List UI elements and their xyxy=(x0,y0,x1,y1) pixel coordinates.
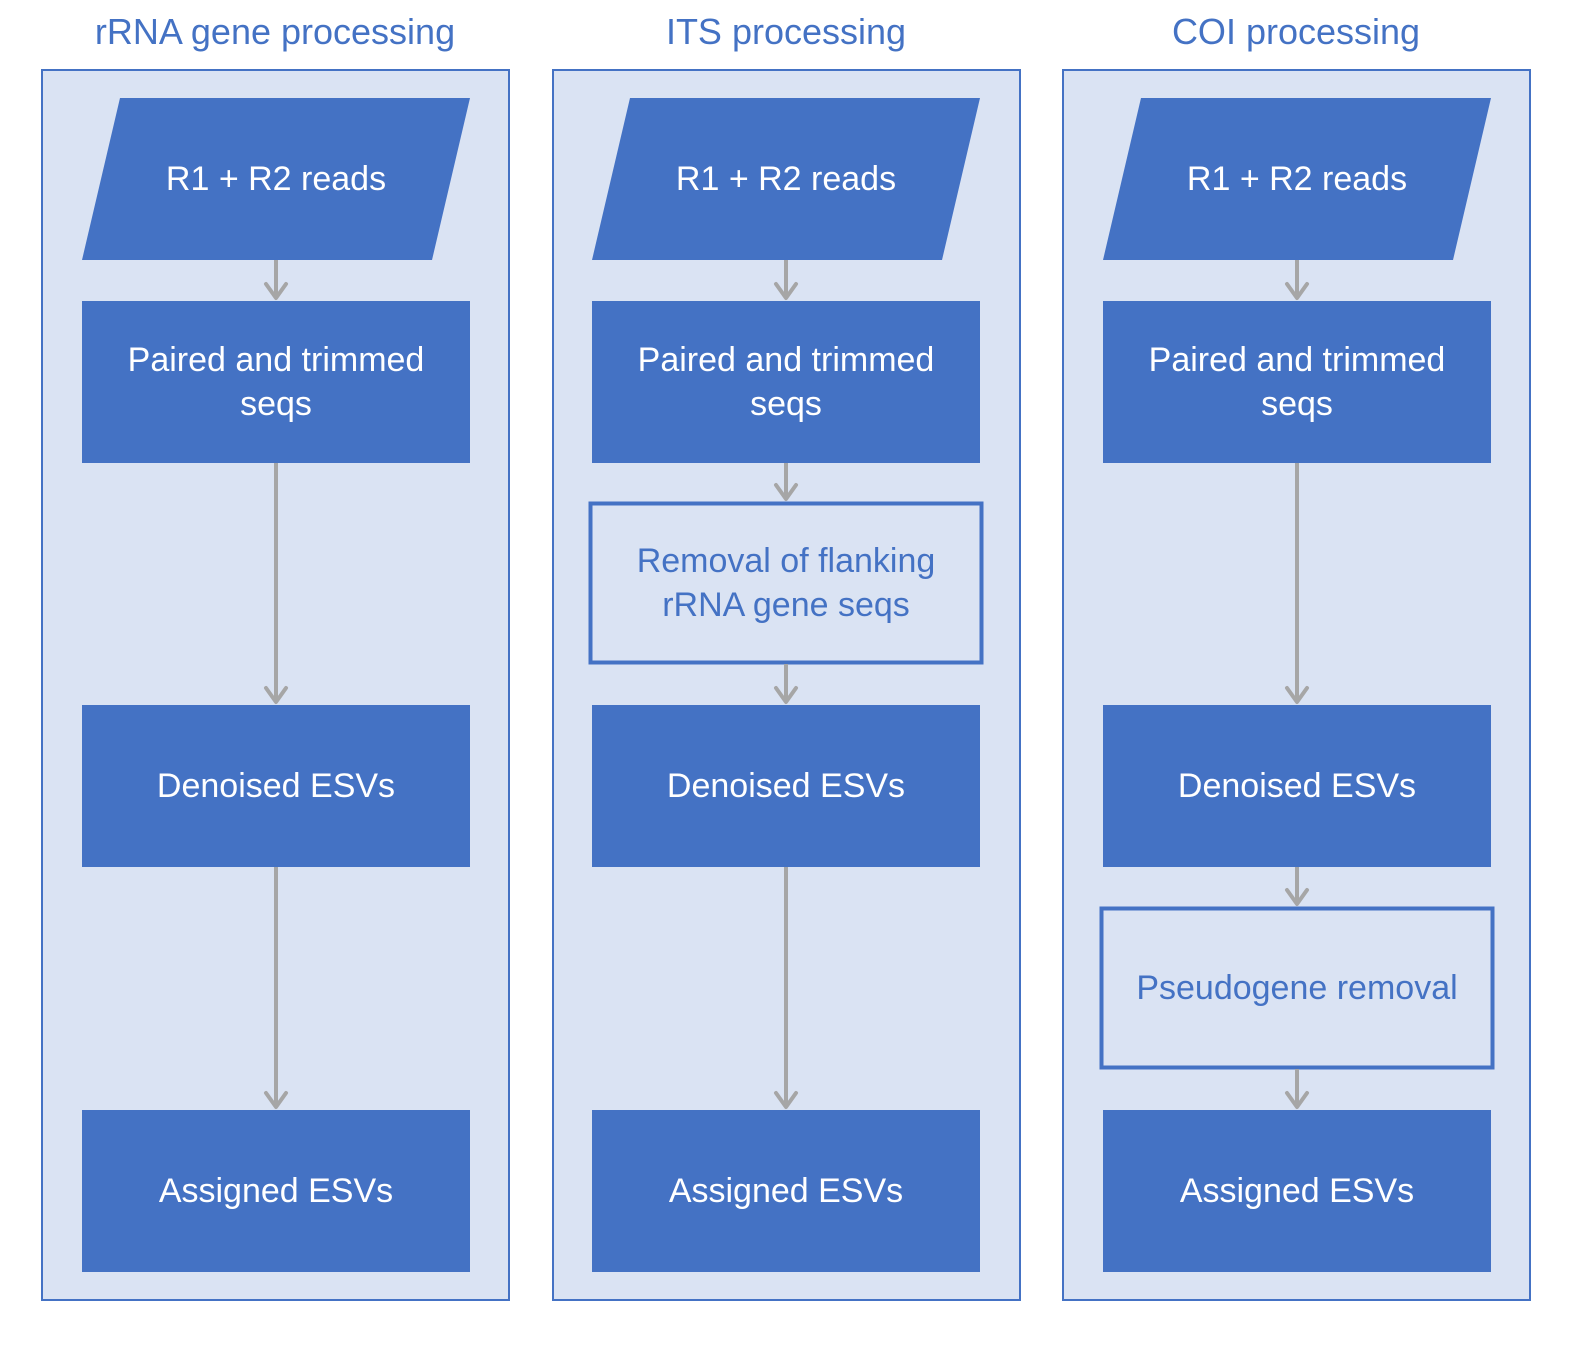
node-rrna-assigned xyxy=(82,1110,470,1272)
node-label-its-reads: R1 + R2 reads xyxy=(675,159,897,198)
arrow-its-1 xyxy=(774,260,798,300)
node-coi-reads xyxy=(1103,98,1491,260)
column-title-its: ITS processing xyxy=(665,11,907,52)
node-rrna-reads xyxy=(82,98,470,260)
node-rrna-paired xyxy=(82,301,470,463)
node-its-reads xyxy=(592,98,980,260)
node-its-removal xyxy=(588,501,984,665)
arrow-its-4 xyxy=(774,867,798,1109)
node-coi-pseudogene xyxy=(1099,906,1495,1070)
node-label-coi-reads: R1 + R2 reads xyxy=(1186,159,1408,198)
node-label-its-paired: Paired and trimmed seqs xyxy=(637,340,935,423)
column-title-coi: COI processing xyxy=(1171,11,1421,52)
node-coi-paired xyxy=(1103,301,1491,463)
arrow-coi-4 xyxy=(1285,1069,1309,1109)
arrow-coi-1 xyxy=(1285,260,1309,300)
node-label-its-removal: Removal of flanking rRNA gene seqs xyxy=(636,541,936,624)
node-label-rrna-denoised: Denoised ESVs xyxy=(156,766,396,805)
arrow-rrna-1 xyxy=(264,260,288,300)
arrow-rrna-2 xyxy=(264,463,288,704)
column-title-rrna: rRNA gene processing xyxy=(94,11,456,52)
arrow-its-3 xyxy=(774,664,798,704)
node-label-its-denoised: Denoised ESVs xyxy=(666,766,906,805)
node-its-paired xyxy=(592,301,980,463)
node-coi-denoised xyxy=(1103,705,1491,867)
node-its-denoised xyxy=(592,705,980,867)
node-label-coi-pseudogene: Pseudogene removal xyxy=(1136,968,1458,1007)
node-its-assigned xyxy=(592,1110,980,1272)
node-rrna-denoised xyxy=(82,705,470,867)
node-label-rrna-reads: R1 + R2 reads xyxy=(165,159,387,198)
node-label-coi-paired: Paired and trimmed seqs xyxy=(1148,340,1446,423)
node-coi-assigned xyxy=(1103,1110,1491,1272)
arrow-coi-3 xyxy=(1285,867,1309,906)
arrow-its-2 xyxy=(774,463,798,501)
node-label-its-assigned: Assigned ESVs xyxy=(668,1171,904,1210)
node-label-rrna-assigned: Assigned ESVs xyxy=(158,1171,394,1210)
node-label-coi-assigned: Assigned ESVs xyxy=(1179,1171,1415,1210)
node-label-rrna-paired: Paired and trimmed seqs xyxy=(127,340,425,423)
arrow-rrna-3 xyxy=(264,867,288,1109)
arrow-coi-2 xyxy=(1285,463,1309,704)
node-label-coi-denoised: Denoised ESVs xyxy=(1177,766,1417,805)
